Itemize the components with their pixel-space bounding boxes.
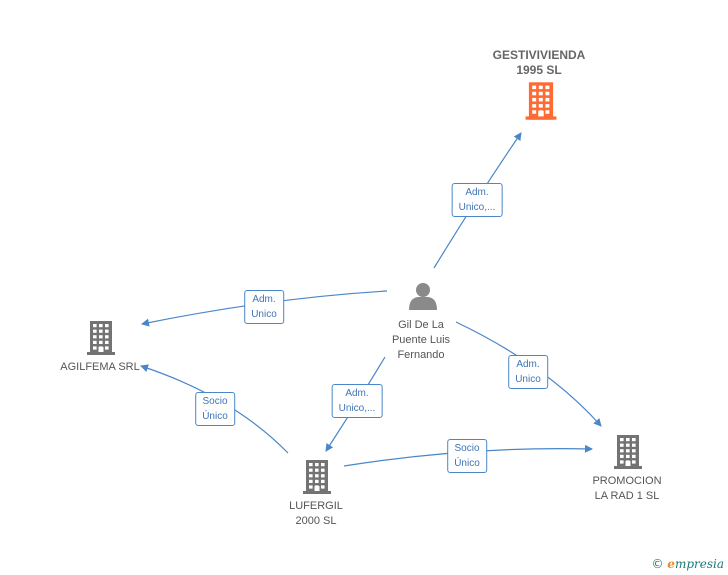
edge-label-line: Unico [515,374,541,385]
edge-label-line: Adm. [345,388,369,399]
edge-label-line: Único [454,458,480,469]
edge-label-line: Adm. [252,294,276,305]
node-label-line: AGILFEMA SRL [60,361,140,373]
edge-label-line: Adm. [465,187,489,198]
node-label-line: PROMOCION [592,475,662,487]
edge-label-line: Unico,... [338,403,376,414]
person-icon[interactable] [409,283,437,310]
node-label-lufergil[interactable]: LUFERGIL 2000 SL [289,499,343,529]
building-icon-agilfema[interactable] [87,321,115,355]
building-icon-promocion[interactable] [614,435,642,469]
node-label-line: 1995 SL [516,63,562,77]
edge-label-line: Unico,... [458,202,496,213]
edge-label-person-to-promocion[interactable]: Adm. Unico [508,355,548,389]
edge-label-person-to-lufergil[interactable]: Adm. Unico,... [331,384,383,418]
node-label-line: Puente Luis [391,334,451,346]
edge-label-person-to-gestivivienda[interactable]: Adm. Unico,... [451,183,503,217]
brand-initial: e [667,557,675,571]
node-label-line: GESTIVIVIENDA [492,48,586,62]
brand-name: mpresia [674,557,724,571]
node-label-line: LUFERGIL [289,500,343,512]
icons-layer [87,82,642,494]
brand-logo: © empresia [651,557,724,571]
edge-label-line: Socio [454,443,480,454]
node-label-line: Fernando [397,349,445,361]
edge-label-line: Socio [202,396,228,407]
edge-label-line: Único [202,411,228,422]
node-label-line: LA RAD 1 SL [594,490,660,502]
building-icon-gestivivienda[interactable] [525,82,557,120]
node-label-line: 2000 SL [295,515,337,527]
building-icon-lufergil[interactable] [303,460,331,494]
node-label-agilfema[interactable]: AGILFEMA SRL [60,360,139,375]
edge-label-line: Adm. [516,359,540,370]
node-label-promocion[interactable]: PROMOCION LA RAD 1 SL [592,474,661,504]
edge-label-line: Unico [251,309,277,320]
copyright-symbol: © [651,557,664,571]
node-label-line: Gil De La [398,319,444,331]
edge-label-person-to-agilfema[interactable]: Adm. Unico [244,290,284,324]
